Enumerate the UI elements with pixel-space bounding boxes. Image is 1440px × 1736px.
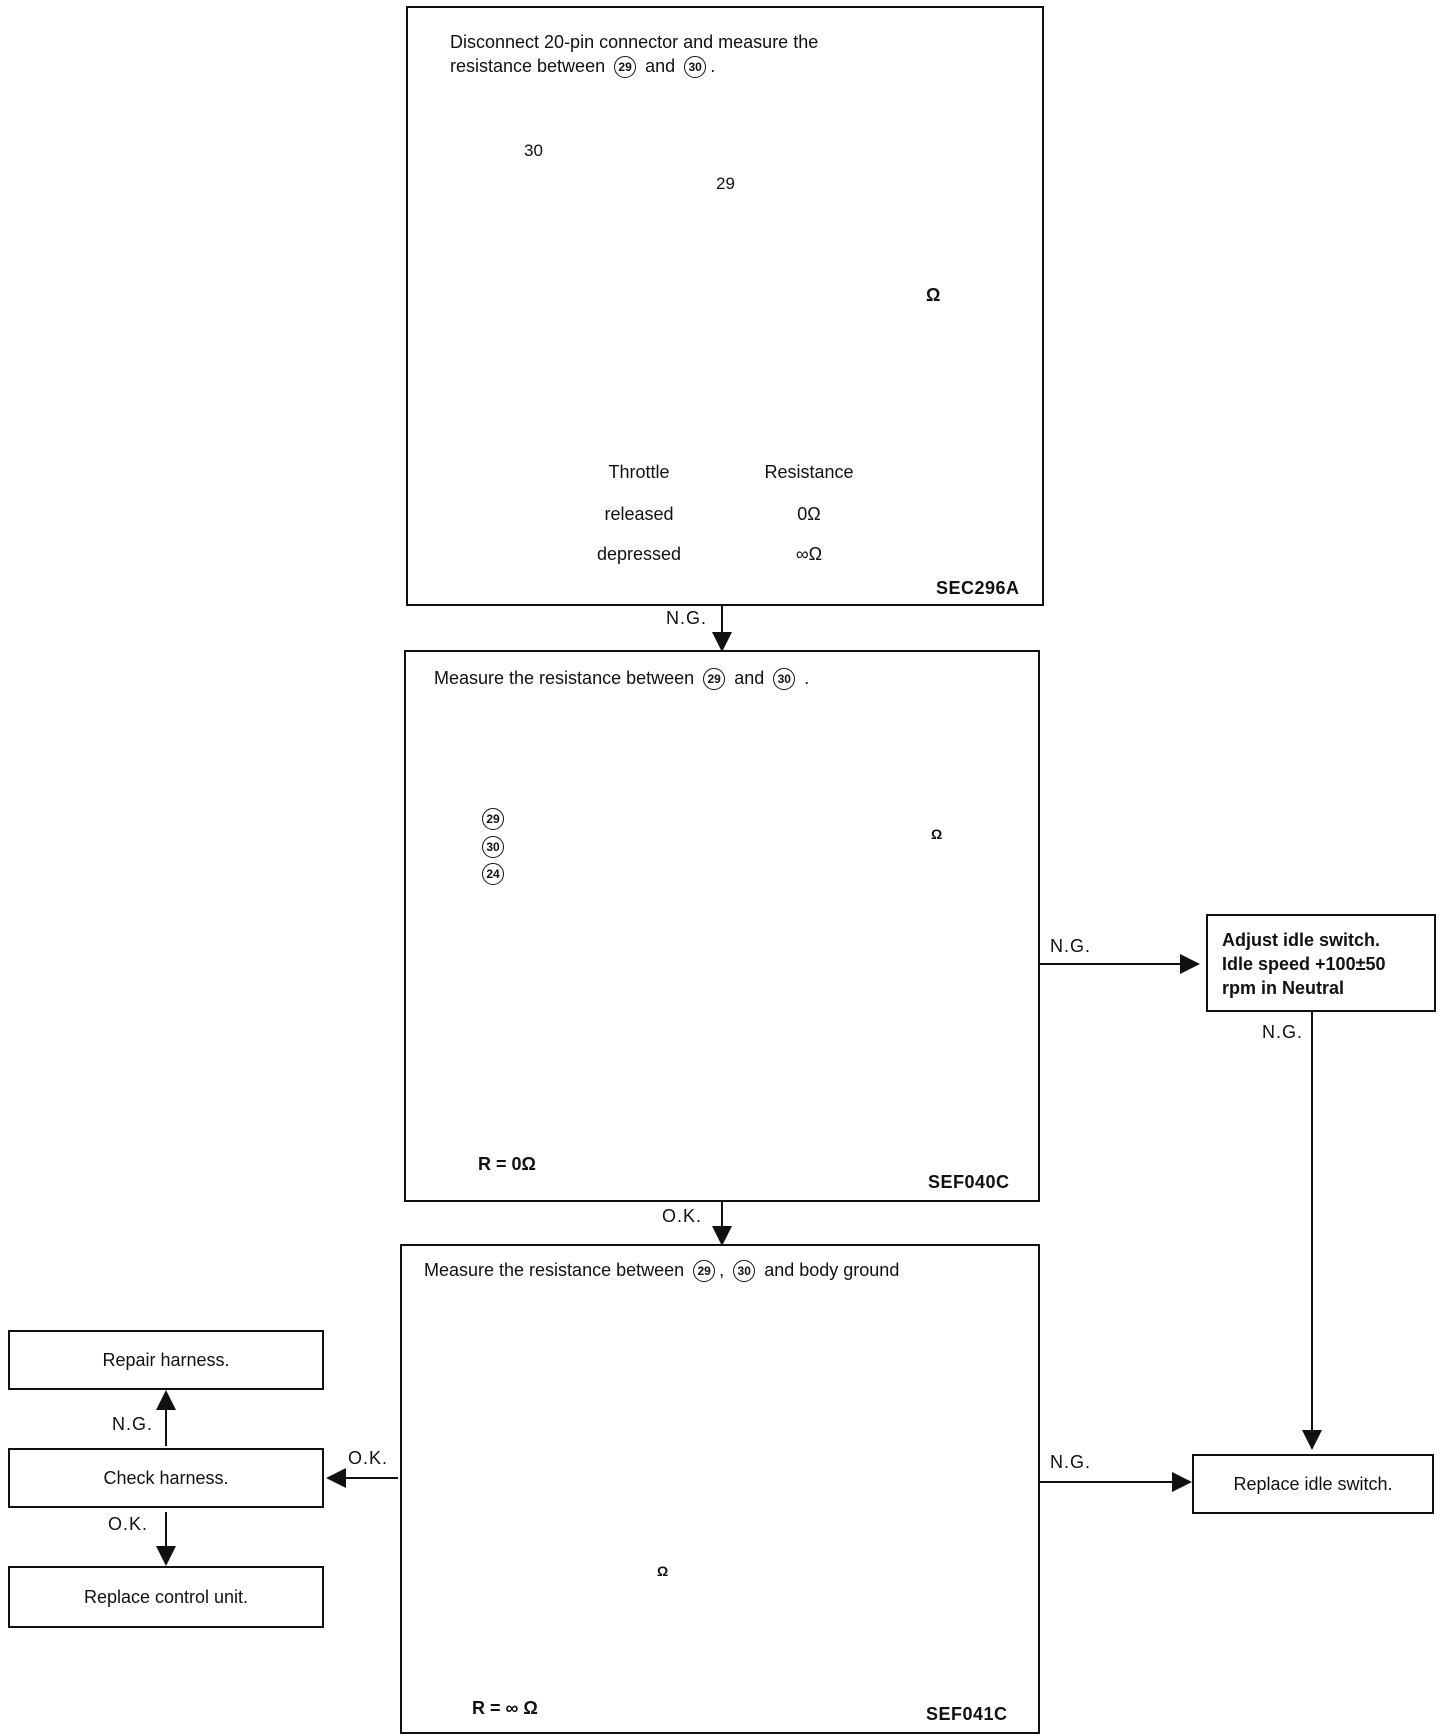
ohm-symbol-3: Ω — [657, 1563, 669, 1579]
flow-label-ng-2: N.G. — [1050, 936, 1092, 956]
pin-30-marker: 30 — [684, 56, 707, 79]
pin-29-marker: 29 — [703, 668, 726, 691]
pin-30-marker: 30 — [773, 668, 796, 691]
repair-harness-box: Repair harness. — [8, 1330, 324, 1390]
terminal-24-marker: 24 — [482, 863, 504, 885]
table-header-throttle: Throttle — [608, 461, 670, 482]
repair-harness-label: Repair harness. — [102, 1349, 230, 1370]
pin-30-marker: 30 — [733, 1260, 756, 1283]
flow-label-ng-4: N.G. — [1050, 1452, 1092, 1472]
adjust-idle-switch-box — [1206, 914, 1436, 1012]
adjust-line2: Idle speed +100±50 — [1222, 954, 1386, 974]
flow-label-ok-2: O.K. — [348, 1448, 389, 1468]
flow-label-ng-3: N.G. — [1262, 1022, 1304, 1042]
check-harness-box: Check harness. — [8, 1448, 324, 1508]
step1-instruction-line1: Disconnect 20-pin connector and measure … — [450, 32, 819, 52]
pin-29-marker: 29 — [693, 1260, 716, 1283]
replace-idle-switch-label: Replace idle switch. — [1233, 1473, 1393, 1494]
terminal-30-marker: 30 — [482, 836, 504, 858]
figure-code-sef040c: SEF040C — [928, 1172, 1010, 1192]
pin-29-marker: 29 — [614, 56, 637, 79]
flow-label-ok-1: O.K. — [662, 1206, 703, 1226]
connector-pin-30-label: 30 — [524, 141, 543, 160]
flow-label-ng-1: N.G. — [666, 608, 708, 628]
flow-arrows — [156, 606, 1322, 1566]
flow-label-ok-3: O.K. — [108, 1514, 149, 1534]
replace-idle-switch-box: Replace idle switch. — [1192, 1454, 1434, 1514]
table-cell: released — [604, 503, 674, 524]
figure-code-sef041c: SEF041C — [926, 1704, 1008, 1724]
step3-box — [400, 1244, 1040, 1734]
step2-box — [404, 650, 1040, 1202]
adjust-line1: Adjust idle switch. — [1222, 930, 1381, 950]
resistance-table: Throttle Resistance released 0Ω depresse… — [552, 450, 892, 574]
adjust-line3: rpm in Neutral — [1222, 978, 1345, 998]
replace-control-unit-label: Replace control unit. — [83, 1586, 249, 1607]
step3-result: R = ∞ Ω — [472, 1698, 538, 1718]
table-cell: depressed — [596, 543, 682, 564]
table-cell: ∞Ω — [795, 543, 823, 564]
flow-label-ng-5: N.G. — [112, 1414, 154, 1434]
step2-result: R = 0Ω — [478, 1154, 536, 1174]
table-header-resistance: Resistance — [764, 461, 854, 482]
check-harness-label: Check harness. — [103, 1467, 229, 1488]
ohm-symbol-2: Ω — [931, 826, 943, 842]
step1-box — [406, 6, 1044, 606]
step1-instruction-line2: resistance between 29 and 30. — [450, 56, 715, 79]
figure-code-sec296a: SEC296A — [936, 578, 1020, 598]
terminal-29-marker: 29 — [482, 808, 504, 830]
ohm-symbol-1: Ω — [926, 285, 941, 305]
step3-instruction: Measure the resistance between 29, 30 an… — [424, 1260, 899, 1283]
table-cell: 0Ω — [797, 503, 821, 524]
step2-instruction: Measure the resistance between 29 and 30… — [434, 668, 809, 691]
replace-control-unit-box: Replace control unit. — [8, 1566, 324, 1628]
connector-pin-29-label: 29 — [716, 174, 735, 193]
